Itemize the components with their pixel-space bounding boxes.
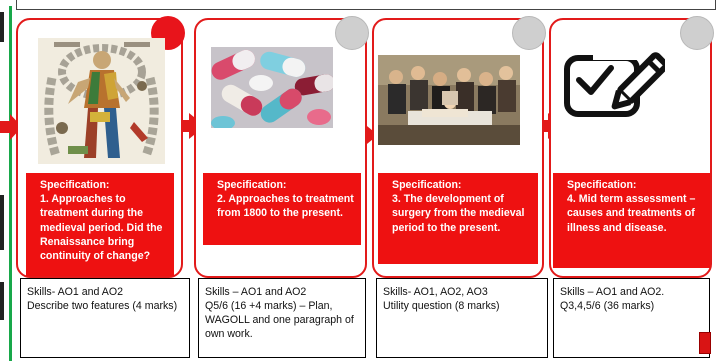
status-circle xyxy=(512,16,546,50)
spec-heading: Specification: xyxy=(567,179,637,191)
spec-body: 3. The development of surgery from the m… xyxy=(392,193,525,234)
edge-mark xyxy=(0,282,4,320)
corner-marker xyxy=(699,332,711,354)
spec-body: 4. Mid term assessment – causes and trea… xyxy=(567,193,696,234)
arrow-right-icon xyxy=(0,114,22,140)
skills-box-4: Skills – AO1 and AO2. Q3,4,5/6 (36 marks… xyxy=(553,278,710,358)
medieval-zodiac-man-image xyxy=(38,38,165,164)
spec-heading: Specification: xyxy=(40,179,110,191)
status-circle xyxy=(335,16,369,50)
spec-heading: Specification: xyxy=(217,179,287,191)
spec-body: 2. Approaches to treatment from 1800 to … xyxy=(217,193,354,220)
surgery-painting-image xyxy=(378,55,520,145)
specification-box-4: Specification: 4. Mid term assessment – … xyxy=(553,173,710,268)
spec-body: 1. Approaches to treatment during the me… xyxy=(40,193,163,263)
pills-image xyxy=(211,47,333,128)
specification-box-1: Specification: 1. Approaches to treatmen… xyxy=(26,173,174,276)
skills-box-3: Skills- AO1, AO2, AO3 Utility question (… xyxy=(376,278,548,358)
top-frame-line xyxy=(16,0,716,10)
spec-heading: Specification: xyxy=(392,179,462,191)
skills-box-2: Skills – AO1 and AO2 Q5/6 (16 +4 marks) … xyxy=(198,278,366,358)
edge-mark xyxy=(0,195,4,250)
status-circle xyxy=(680,16,714,50)
edge-mark xyxy=(0,12,4,42)
assessment-checklist-icon xyxy=(563,52,665,120)
skills-box-1: Skills- AO1 and AO2 Describe two feature… xyxy=(20,278,190,358)
specification-box-3: Specification: 3. The development of sur… xyxy=(378,173,538,264)
specification-box-2: Specification: 2. Approaches to treatmen… xyxy=(203,173,361,245)
green-vertical-line xyxy=(9,6,12,361)
